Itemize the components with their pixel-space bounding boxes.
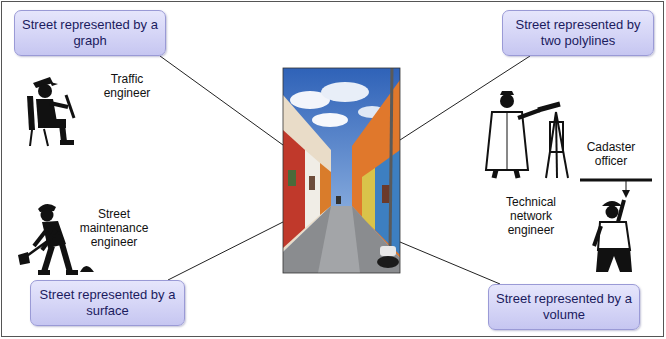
cadaster-officer-figure-part: [596, 248, 632, 272]
leader-line: [160, 56, 530, 284]
cadaster-officer-figure-part: [626, 180, 627, 190]
cadaster-officer-figure: [580, 180, 652, 272]
maintenance-worker-figure: [18, 204, 94, 275]
technician-figure-part: [556, 112, 557, 178]
technician-figure-part: [500, 94, 514, 108]
street-photo-part: [321, 82, 369, 102]
cadaster-officer-figure-part: [618, 200, 624, 222]
traffic-engineer-figure-part: [60, 140, 74, 145]
maintenance-worker-figure-part: [80, 266, 94, 272]
technician-figure-part: [538, 104, 560, 110]
technician-figure-part: [556, 112, 568, 178]
street-photo-part: [305, 150, 320, 228]
street-photo-part: [283, 68, 400, 273]
traffic-engineer-figure-part: [66, 95, 74, 118]
street-photo-part: [318, 206, 360, 273]
representation-box: Street represented by two polylines: [502, 10, 654, 56]
traffic-engineer-figure-part: [44, 129, 48, 146]
technician-figure-part: [494, 170, 496, 178]
traffic-engineer-figure-part: [50, 82, 58, 86]
technician-figure-part: [518, 110, 540, 118]
street-photo-part: [377, 256, 399, 268]
cadaster-officer-figure-part: [580, 179, 652, 182]
maintenance-worker-figure-part: [18, 252, 30, 265]
role-label: Street maintenance engineer: [72, 207, 156, 249]
street-photo-part: [336, 196, 341, 204]
traffic-engineer-figure-part: [30, 130, 32, 146]
box-text: Street represented by a surface: [37, 287, 178, 319]
street-photo-part: [283, 206, 400, 273]
technician-figure-part: [486, 112, 528, 170]
leader-line-part: [160, 56, 283, 145]
role-label: Cadaster officer: [580, 140, 642, 168]
leader-line-part: [168, 222, 283, 280]
cadaster-officer-figure-part: [594, 226, 601, 246]
role-label: Technical network engineer: [496, 195, 566, 237]
street-photo-part: [382, 185, 390, 203]
cadaster-officer-figure-part: [598, 222, 630, 250]
photo-frame: [283, 68, 400, 273]
street-photo-part: [309, 176, 315, 190]
cadaster-officer-figure-part: [622, 190, 630, 198]
box-text: Street represented by a graph: [21, 17, 159, 49]
street-photo: [283, 68, 400, 273]
traffic-engineer-figure-part: [38, 84, 52, 98]
role-label: Traffic engineer: [94, 72, 160, 100]
maintenance-worker-figure-part: [44, 246, 52, 272]
street-photo-part: [390, 68, 392, 250]
maintenance-worker-figure-part: [24, 232, 60, 258]
traffic-engineer-figure-part: [62, 124, 64, 142]
traffic-engineer-figure-part: [50, 103, 68, 107]
technician-figure-part: [516, 170, 518, 178]
representation-box: Street represented by a volume: [488, 284, 640, 330]
maintenance-worker-figure-part: [38, 270, 50, 275]
representation-box: Street represented by a surface: [30, 280, 185, 326]
box-text: Street represented by a volume: [495, 291, 633, 323]
leader-line-part: [400, 242, 500, 284]
street-photo-part: [380, 246, 396, 256]
technician-figure-part: [507, 112, 508, 170]
street-photo-part: [312, 113, 348, 127]
box-text: Street represented by two polylines: [509, 17, 647, 49]
role-label-slot: Street maintenance engineer: [72, 207, 156, 249]
street-photo-part: [283, 130, 305, 248]
technician-figure-part: [546, 112, 556, 178]
role-label-slot: Traffic engineer: [94, 72, 160, 100]
role-label-slot: Technical network engineer: [496, 195, 566, 237]
street-photo-part: [288, 170, 296, 186]
cadaster-officer-figure-part: [606, 206, 619, 219]
technician-figure-part: [500, 91, 514, 95]
traffic-engineer-figure-part: [27, 96, 35, 130]
traffic-engineer-figure: [27, 77, 74, 146]
cadaster-officer-figure-part: [602, 201, 622, 206]
maintenance-worker-figure-part: [62, 244, 70, 272]
technician-figure: [486, 91, 568, 178]
maintenance-worker-figure-part: [66, 270, 78, 275]
maintenance-worker-figure-part: [41, 209, 54, 222]
representation-box: Street represented by a graph: [14, 10, 166, 56]
role-label-slot: Cadaster officer: [580, 140, 642, 168]
street-photo-part: [320, 163, 331, 215]
